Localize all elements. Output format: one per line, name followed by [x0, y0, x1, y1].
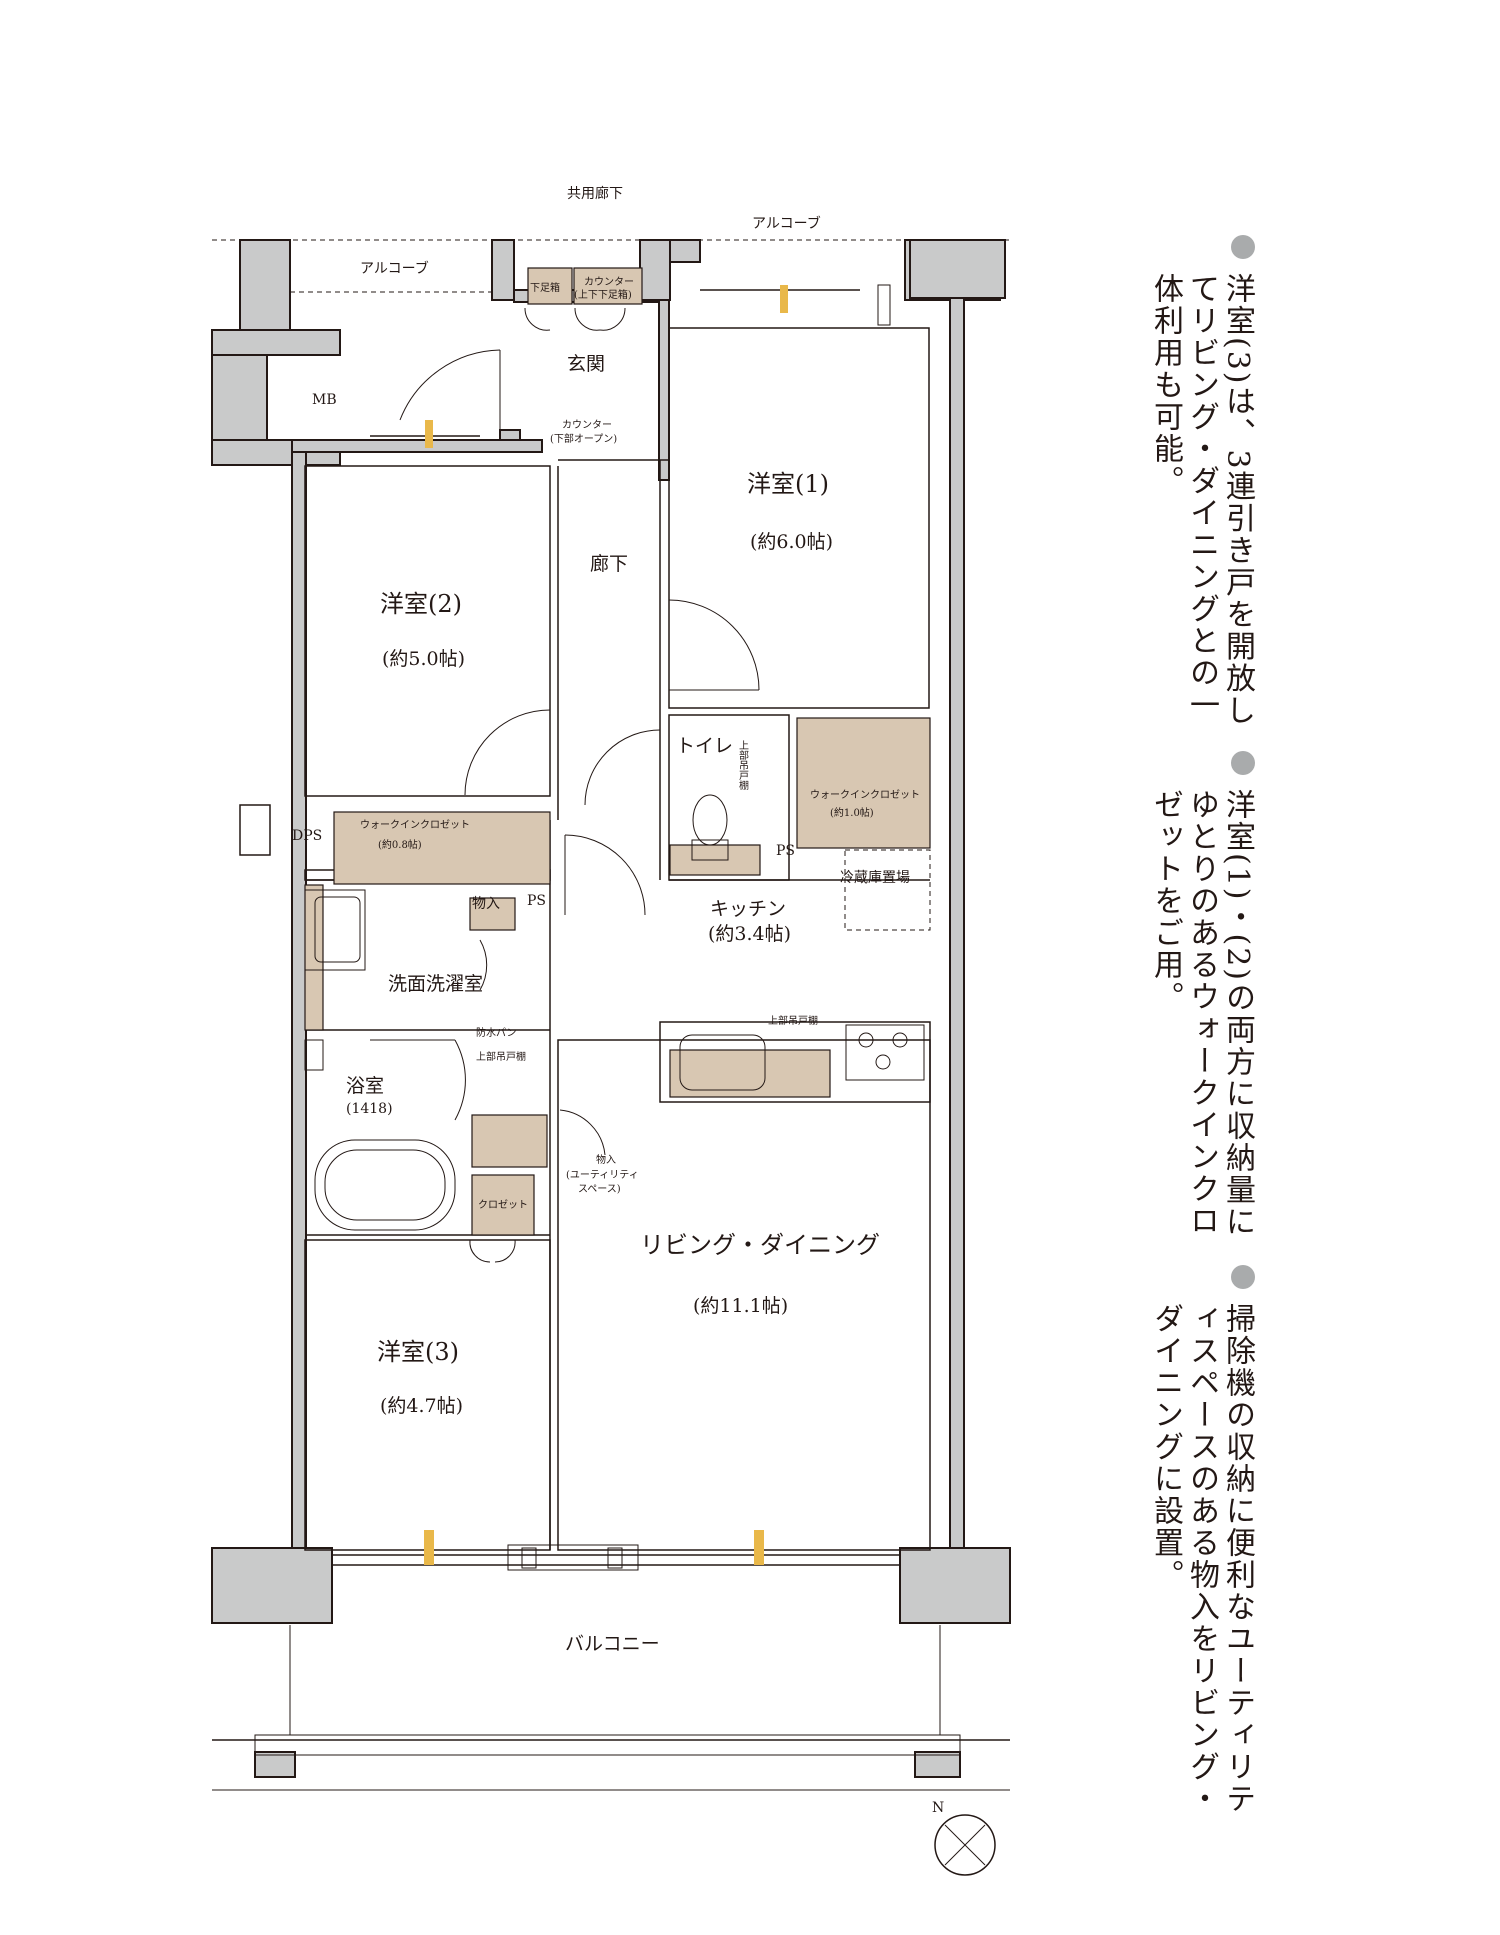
label-utility-storage-sub2: スペース)	[578, 1184, 621, 1195]
walls	[211, 239, 1011, 1778]
label-kitchen-name: キッチン	[710, 898, 786, 920]
label-utility-storage-sub1: (ユーティリティ	[566, 1170, 639, 1181]
kitchen-sink	[679, 1034, 766, 1091]
label-upper-cabinet-kitchen: 上部吊戸棚	[768, 1014, 818, 1027]
label-closet: クロゼット	[478, 1199, 528, 1211]
note-1: 洋室(3)は、3連引き戸を開放してリビング・ダイニングとの一体利用も可能。	[1147, 235, 1255, 727]
label-hallway: 廊下	[590, 553, 628, 575]
label-living-name: リビング・ダイニング	[640, 1231, 880, 1259]
label-wic1-name: ウォークインクロゼット	[810, 789, 920, 801]
windows	[332, 284, 900, 1571]
bathtub	[314, 1139, 456, 1231]
feature-notes: 洋室(3)は、3連引き戸を開放してリビング・ダイニングとの一体利用も可能。 洋室…	[1147, 235, 1255, 1835]
label-living-size: (約11.1帖)	[693, 1295, 788, 1317]
label-ps-right: PS	[776, 843, 795, 859]
note-3: 掃除機の収納に便利なユーティリティスペースのある物入をリビング・ダイニングに設置…	[1147, 1264, 1255, 1836]
label-room1-size: (約6.0帖)	[750, 531, 833, 553]
storage-areas	[304, 267, 931, 1236]
label-north: N	[932, 1800, 944, 1816]
label-shoe-box: 下足箱	[530, 281, 560, 294]
wash-basin	[304, 889, 366, 971]
note-text: 洋室(1)・(2)の両方に収納量にゆとりのあるウォークインクロゼットをご用。	[1148, 788, 1255, 1238]
toilet-bowl	[692, 794, 728, 846]
label-wic2-name: ウォークインクロゼット	[360, 819, 470, 831]
label-room2-size: (約5.0帖)	[382, 648, 465, 670]
label-counter-open: カウンター	[562, 419, 612, 431]
label-entrance: 玄関	[567, 353, 605, 375]
label-kitchen-size: (約3.4帖)	[708, 923, 791, 945]
label-washroom: 洗面洗濯室	[388, 973, 483, 995]
label-room1-name: 洋室(1)	[747, 470, 829, 498]
bullet-dot	[1231, 750, 1255, 775]
label-alcove-right: アルコーブ	[752, 215, 821, 232]
kitchen-counter	[659, 1021, 931, 1103]
label-counter-top: カウンター	[584, 276, 634, 288]
label-fridge: 冷蔵庫置場	[840, 869, 910, 886]
doors	[370, 307, 760, 1263]
label-alcove-left: アルコーブ	[360, 260, 429, 277]
note-text: 掃除機の収納に便利なユーティリティスペースのある物入をリビング・ダイニングに設置…	[1148, 1302, 1255, 1815]
balcony-rail	[212, 1625, 1010, 1791]
label-dps: DPS	[292, 828, 322, 844]
north-compass	[934, 1814, 996, 1876]
label-waterproof-pan: 防水パン	[476, 1026, 517, 1039]
label-upper-cabinet-vertical: 上部吊戸棚	[737, 740, 749, 791]
plan-labels: 共用廊下 アルコーブ アルコーブ MB 下足箱 カウンター (上下下足箱) 玄関…	[292, 185, 944, 1816]
note-text: 洋室(3)は、3連引き戸を開放してリビング・ダイニングとの一体利用も可能。	[1148, 273, 1255, 727]
label-bath-name: 浴室	[346, 1075, 384, 1097]
note-2: 洋室(1)・(2)の両方に収納量にゆとりのあるウォークインクロゼットをご用。	[1147, 750, 1255, 1241]
label-ps-left: PS	[527, 893, 546, 909]
label-upper-cabinet-small: 上部吊戸棚	[476, 1050, 526, 1063]
stove	[845, 1024, 925, 1081]
label-wic2-size: (約0.8帖)	[378, 838, 422, 851]
label-storage-small: 物入	[472, 896, 500, 912]
room-outlines	[239, 327, 931, 1551]
bullet-dot	[1231, 235, 1255, 259]
label-counter-top-sub: (上下下足箱)	[574, 288, 632, 301]
label-room3-name: 洋室(3)	[377, 1338, 459, 1366]
fridge-space	[844, 849, 931, 931]
label-bath-size: (1418)	[346, 1101, 393, 1117]
label-counter-open-sub: (下部オープン)	[550, 432, 617, 445]
label-corridor: 共用廊下	[567, 185, 623, 202]
label-balcony: バルコニー	[565, 1633, 660, 1655]
bullet-dot	[1231, 1264, 1255, 1289]
label-room3-size: (約4.7帖)	[380, 1395, 463, 1417]
label-utility-storage: 物入	[596, 1153, 616, 1166]
label-toilet: トイレ	[676, 735, 733, 757]
label-wic1-size: (約1.0帖)	[830, 806, 874, 819]
label-mb: MB	[312, 392, 337, 408]
label-room2-name: 洋室(2)	[380, 590, 462, 618]
